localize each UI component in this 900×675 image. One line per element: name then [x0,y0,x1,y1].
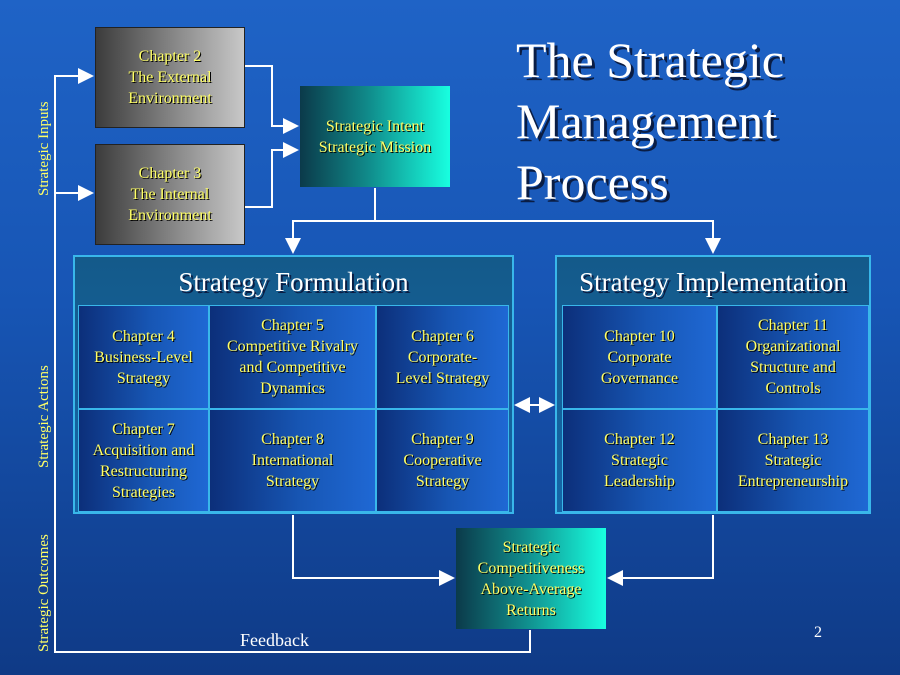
external-to-intent-line [245,65,299,134]
chapter-9-cell: Chapter 9 Cooperative Strategy [376,409,509,512]
formulation-to-outcome-line [292,515,455,586]
strategy-implementation-panel: Strategy Implementation Chapter 10 Corpo… [555,255,871,514]
chapter-11-cell: Chapter 11 Organizational Structure and … [717,305,869,409]
internal-environment-box: Chapter 3 The Internal Environment [95,144,245,245]
strategic-inputs-label: Strategic Inputs [36,101,52,196]
page-title: The Strategic Management Process [516,32,784,210]
strategy-implementation-heading: Strategy Implementation [579,267,847,297]
strategic-outcome-box: Strategic Competitiveness Above-Average … [456,528,606,629]
feedback-line [54,68,531,653]
intent-to-implementation-line [375,220,721,254]
strategy-formulation-heading: Strategy Formulation [178,267,409,297]
strategy-formulation-panel: Strategy Formulation Chapter 4 Business-… [73,255,514,514]
intent-split-line [285,188,376,254]
chapter-8-cell: Chapter 8 International Strategy [209,409,376,512]
internal-to-intent-line [245,142,299,208]
chapter-6-cell: Chapter 6 Corporate- Level Strategy [376,305,509,409]
implementation-to-outcome-line [607,515,714,586]
page-number: 2 [814,624,822,641]
external-environment-box: Chapter 2 The External Environment [95,27,245,128]
feedback-label: Feedback [240,630,309,650]
chapter-10-cell: Chapter 10 Corporate Governance [562,305,717,409]
strategic-outcomes-label: Strategic Outcomes [36,534,52,652]
chapter-4-cell: Chapter 4 Business-Level Strategy [78,305,209,409]
chapter-13-cell: Chapter 13 Strategic Entrepreneurship [717,409,869,512]
strategic-intent-box: Strategic Intent Strategic Mission [300,86,450,187]
chapter-12-cell: Chapter 12 Strategic Leadership [562,409,717,512]
strategic-actions-label: Strategic Actions [36,365,52,468]
chapter-7-cell: Chapter 7 Acquisition and Restructuring … [78,409,209,512]
chapter-5-cell: Chapter 5 Competitive Rivalry and Compet… [209,305,376,409]
